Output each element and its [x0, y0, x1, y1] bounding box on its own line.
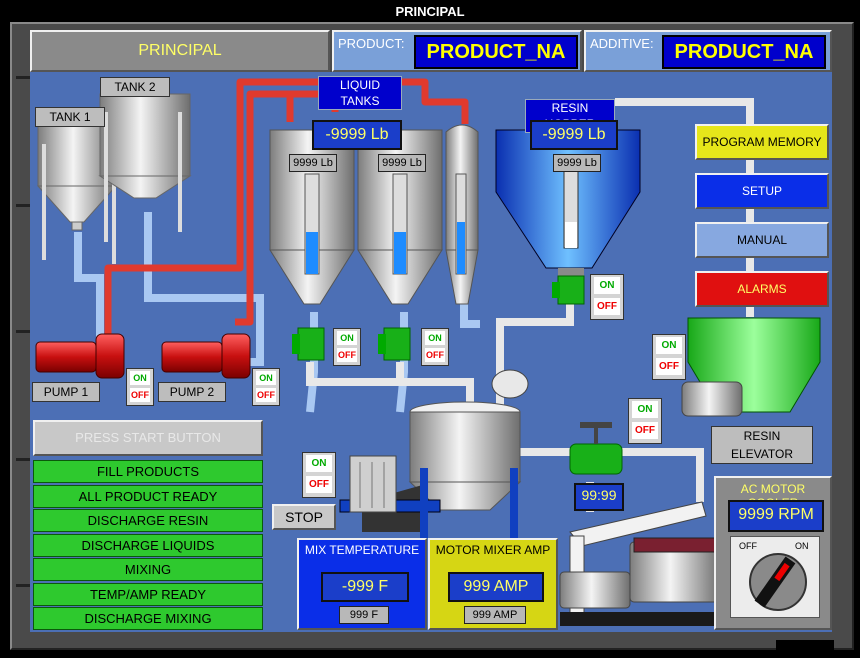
status-item: TEMP/AMP READY — [33, 582, 263, 606]
status-item: ALL PRODUCT READY — [33, 484, 263, 508]
resin-elevator-label: RESIN ELEVATOR — [711, 426, 813, 464]
mix-temperature-label: MIX TEMPERATURE — [304, 543, 420, 557]
window-title: PRINCIPAL — [395, 4, 465, 19]
extruder — [559, 501, 721, 626]
pump-2-graphic — [161, 333, 251, 379]
corner-tab — [776, 640, 834, 654]
tank-2-label: TANK 2 — [100, 77, 170, 97]
motor-mixer-amp-setpoint[interactable]: 999 AMP — [464, 606, 526, 624]
cooler-off-label: OFF — [739, 541, 757, 551]
liquid-silo-2 — [357, 129, 443, 305]
discharge-valve — [569, 422, 623, 475]
silo-valves — [292, 275, 585, 361]
status-item: MIXING — [33, 558, 263, 581]
resin-hopper-level: 9999 Lb — [553, 154, 601, 172]
manual-button[interactable]: MANUAL — [695, 222, 829, 258]
additive-value[interactable]: PRODUCT_NA — [662, 35, 826, 69]
mix-temperature-panel: MIX TEMPERATURE -999 F 999 F — [297, 538, 427, 630]
ac-motor-cooler-panel: AC MOTOR COOLER 9999 RPM OFF ON — [714, 476, 832, 630]
discharge-timer: 99:99 — [574, 483, 624, 511]
cooler-on-label: ON — [795, 541, 809, 551]
bezel-mark — [16, 330, 30, 333]
mixer — [339, 369, 529, 538]
silo-1-level: 9999 Lb — [289, 154, 337, 172]
liquid-silo-3 — [445, 124, 479, 305]
bezel-mark — [16, 204, 30, 207]
mix-temperature-value: -999 F — [321, 572, 409, 602]
product-label: PRODUCT: — [338, 36, 405, 51]
bezel-mark — [16, 458, 30, 461]
tank-2 — [98, 93, 192, 242]
status-item: DISCHARGE MIXING — [33, 607, 263, 630]
silo-2-level: 9999 Lb — [378, 154, 426, 172]
process-diagram — [35, 78, 821, 626]
additive-panel: ADDITIVE: PRODUCT_NA — [584, 30, 832, 72]
additive-label: ADDITIVE: — [590, 36, 654, 51]
alarms-button[interactable]: ALARMS — [695, 271, 829, 307]
motor-mixer-amp-value: 999 AMP — [448, 572, 544, 602]
status-item: DISCHARGE LIQUIDS — [33, 533, 263, 557]
liquid-tanks-total: -9999 Lb — [312, 120, 402, 150]
product-value[interactable]: PRODUCT_NA — [414, 35, 578, 69]
liquid-tanks-label: LIQUID TANKS — [318, 76, 402, 110]
bezel-mark — [16, 584, 30, 587]
screen-name-box: PRINCIPAL — [30, 30, 330, 72]
status-item: FILL PRODUCTS — [33, 460, 263, 483]
press-start-button[interactable]: PRESS START BUTTON — [33, 420, 263, 456]
resin-hopper-total: -9999 Lb — [530, 120, 618, 150]
mix-temperature-setpoint[interactable]: 999 F — [339, 606, 389, 624]
resin-hopper — [495, 129, 641, 278]
cooler-selector-switch[interactable]: OFF ON — [730, 536, 820, 618]
program-memory-button[interactable]: PROGRAM MEMORY — [695, 124, 829, 160]
setup-button[interactable]: SETUP — [695, 173, 829, 209]
resin-elevator-hopper — [681, 317, 821, 417]
status-item: DISCHARGE RESIN — [33, 509, 263, 532]
liquid-silo-1 — [269, 129, 355, 305]
motor-mixer-amp-label: MOTOR MIXER AMP — [435, 543, 551, 557]
pump-2-label: PUMP 2 — [158, 382, 226, 402]
ac-motor-cooler-rpm: 9999 RPM — [728, 500, 824, 532]
pump-1-label: PUMP 1 — [32, 382, 100, 402]
pump-1-graphic — [35, 333, 125, 379]
product-panel: PRODUCT: PRODUCT_NA — [332, 30, 582, 72]
stop-button[interactable]: STOP — [272, 504, 336, 530]
bezel-mark — [16, 76, 30, 79]
motor-mixer-amp-panel: MOTOR MIXER AMP 999 AMP 999 AMP — [428, 538, 558, 630]
tank-1-label: TANK 1 — [35, 107, 105, 127]
